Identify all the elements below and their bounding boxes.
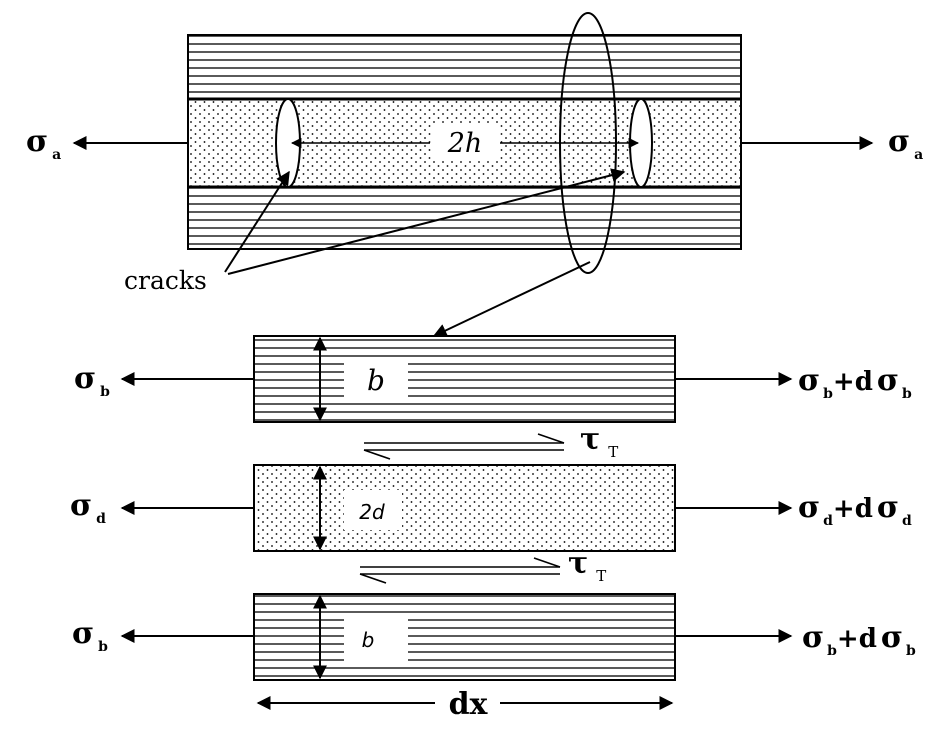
top-ply-upper (187, 34, 742, 100)
cracks-pointer-right (227, 168, 626, 275)
element-upper-ply: b (253, 335, 676, 423)
dx-label: dx (449, 687, 489, 722)
cracks-pointer-left (224, 170, 290, 273)
element-lower-ply: b (253, 593, 676, 681)
shear-lower-half-arrows (359, 557, 561, 584)
element-pointer-arrow (432, 261, 591, 337)
crack-spacing-label: 2h (447, 128, 483, 159)
top-ply-lower (187, 186, 742, 250)
middle-thickness-label: 2d (359, 500, 385, 524)
element-middle-ply: 2d (253, 464, 676, 552)
shear-upper-half-arrows (363, 433, 565, 460)
cracks-label: cracks (124, 266, 207, 295)
lower-thickness-label: b (362, 628, 375, 652)
upper-thickness-label: b (367, 364, 385, 397)
